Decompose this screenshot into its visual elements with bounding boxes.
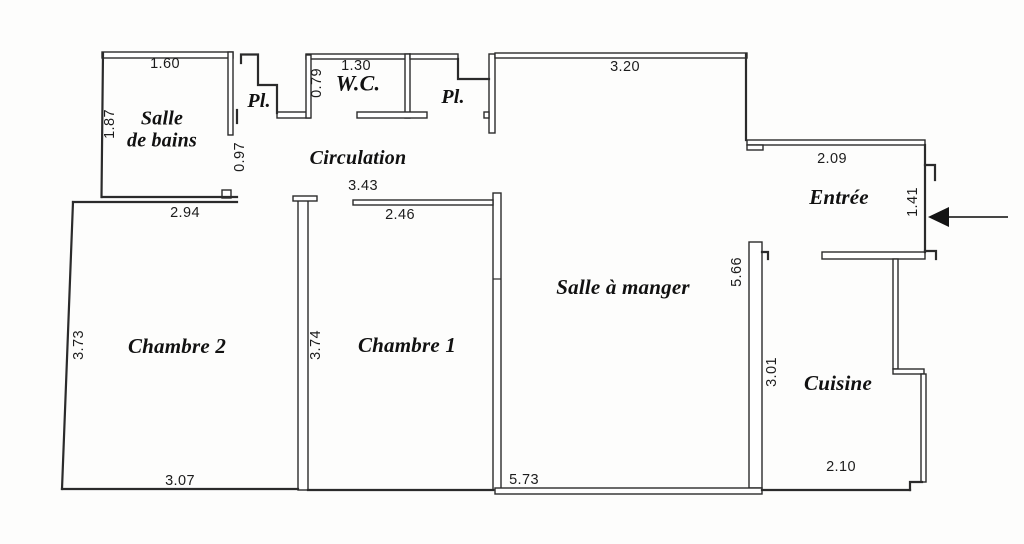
dim-salle-a-manger-right: 5.66 [729, 257, 745, 287]
dim-salle-de-bains-top: 1.60 [150, 56, 180, 72]
room-label-wc: W.C. [335, 70, 381, 96]
room-label-chambre-1: Chambre 1 [357, 333, 457, 358]
room-label-circulation: Circulation [309, 146, 407, 169]
dim-salle-de-bains-left: 1.87 [102, 109, 118, 139]
dim-chambre-1-top: 2.46 [385, 207, 415, 223]
dim-cuisine-bottom: 2.10 [826, 459, 856, 475]
dim-chambre-2-left: 3.73 [71, 330, 87, 360]
room-label-chambre-2: Chambre 2 [127, 334, 227, 359]
single-walls [60, 51, 938, 492]
dim-circulation-opening: 0.97 [232, 142, 248, 172]
dim-entree-top: 2.09 [817, 151, 847, 167]
room-label-entree: Entrée [809, 185, 869, 210]
dim-wc-top: 1.30 [341, 58, 371, 74]
entrance-arrow-icon [928, 207, 1008, 227]
room-label-salle-de-bains: Salle de bains [127, 107, 197, 152]
dim-cuisine-left: 3.01 [764, 357, 780, 387]
dim-circulation-bottom: 3.43 [348, 178, 378, 194]
dim-entree-right: 1.41 [905, 187, 921, 217]
dim-wc-left: 0.79 [309, 68, 325, 98]
dim-chambre-2-top: 2.94 [170, 205, 200, 221]
room-label-placard-1: Pl. [247, 89, 271, 112]
dim-salle-a-manger-top: 3.20 [610, 59, 640, 75]
dim-salle-a-manger-bottom: 5.73 [509, 472, 539, 488]
dim-chambre-2-bottom: 3.07 [165, 473, 195, 489]
room-label-salle-a-manger: Salle à manger [556, 275, 690, 300]
double-walls [101, 51, 927, 495]
dim-chambre-1-left: 3.74 [308, 330, 324, 360]
room-label-placard-2: Pl. [441, 85, 465, 108]
room-label-cuisine: Cuisine [804, 371, 872, 396]
